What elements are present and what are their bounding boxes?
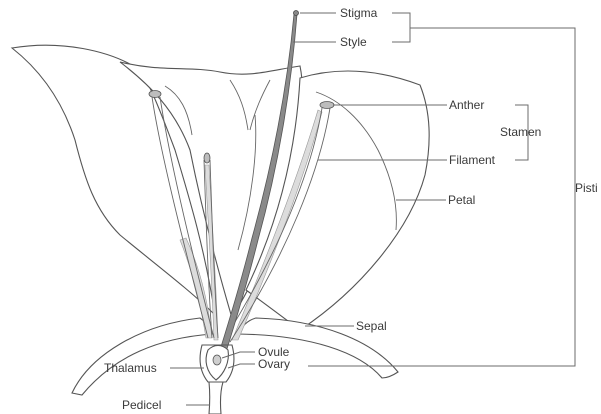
pedicel <box>209 382 223 414</box>
label-petal: Petal <box>448 193 475 207</box>
label-stigma: Stigma <box>340 6 378 20</box>
left-anther <box>149 91 161 98</box>
label-anther: Anther <box>449 98 484 112</box>
left-sepal <box>72 318 212 395</box>
flower-drawing <box>12 11 429 414</box>
stigma-tip <box>294 11 299 16</box>
label-pedicel: Pedicel <box>122 398 161 412</box>
label-sepal: Sepal <box>356 319 387 333</box>
label-ovary: Ovary <box>258 357 290 371</box>
thalamus <box>200 345 234 382</box>
middle-anther <box>204 153 210 163</box>
label-filament: Filament <box>449 153 496 167</box>
right-anther <box>320 102 334 109</box>
label-pistil: Pisti <box>575 181 598 195</box>
label-style: Style <box>340 35 367 49</box>
label-thalamus: Thalamus <box>104 361 157 375</box>
label-stamen: Stamen <box>500 125 541 139</box>
style-bracket <box>392 13 410 42</box>
